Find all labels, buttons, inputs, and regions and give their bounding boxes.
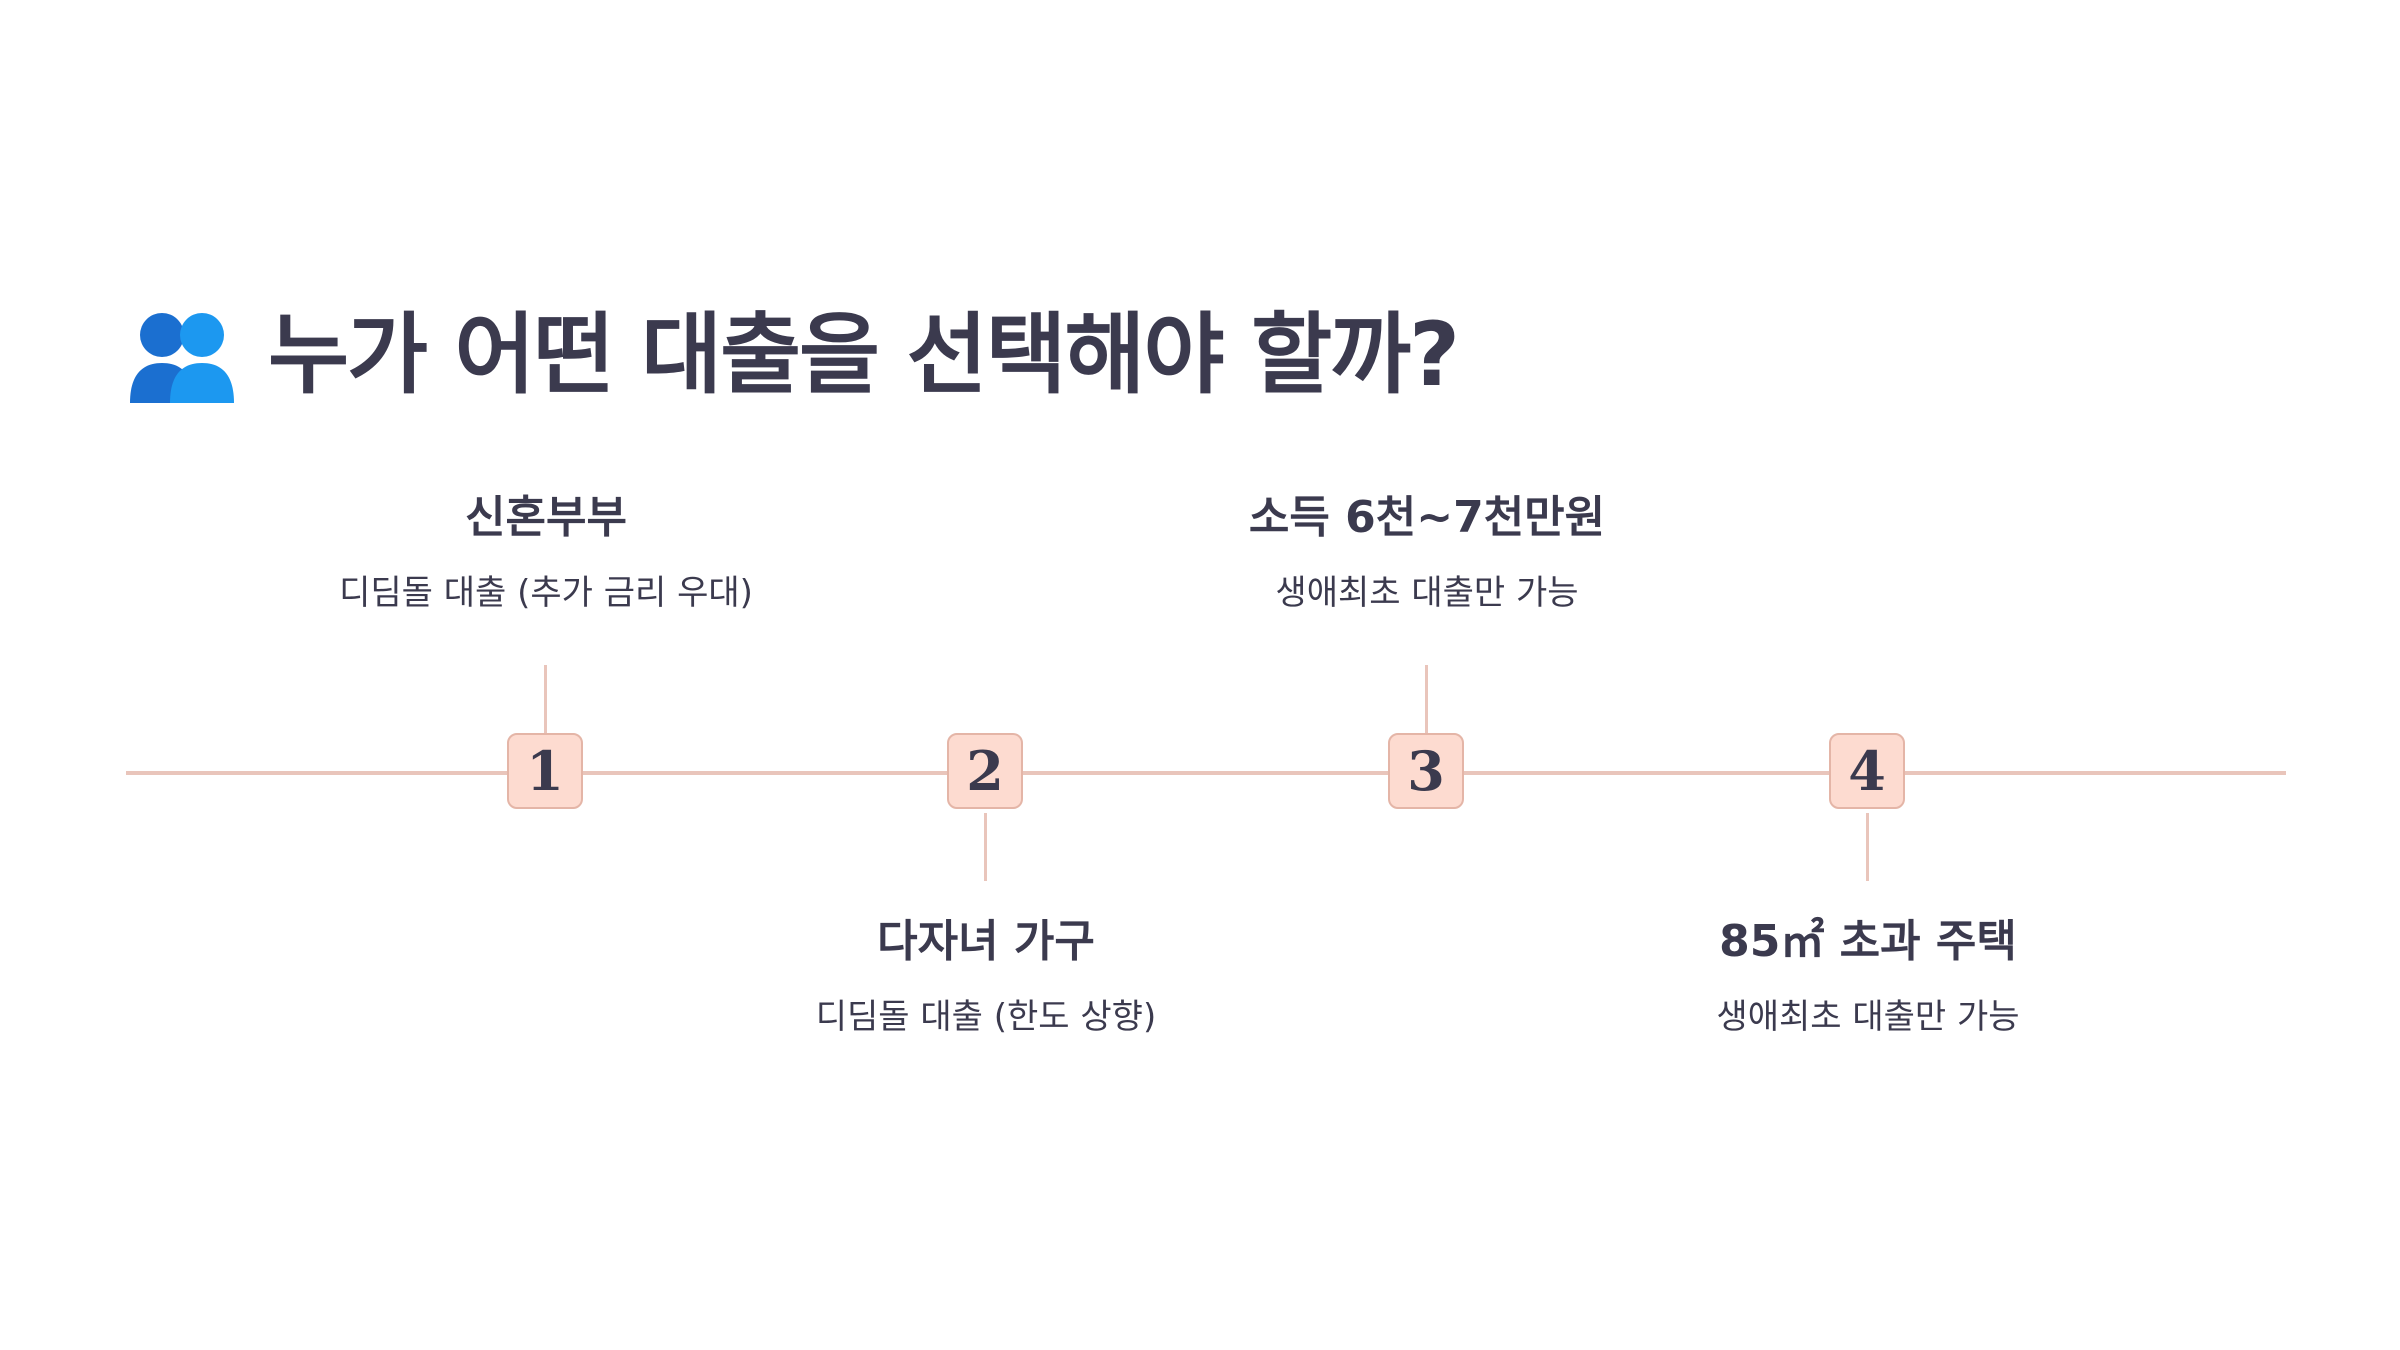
step-1-label: 신혼부부 디딤돌 대출 (추가 금리 우대) — [286, 492, 806, 613]
step-2-marker: 2 — [947, 733, 1023, 809]
step-4-marker: 4 — [1829, 733, 1905, 809]
step-2-connector — [984, 813, 987, 881]
two-people-icon — [130, 313, 234, 403]
step-heading: 신혼부부 — [465, 492, 627, 543]
step-4-label: 85㎡ 초과 주택 생애최초 대출만 가능 — [1608, 916, 2128, 1037]
step-3-label: 소득 6천~7천만원 생애최초 대출만 가능 — [1167, 492, 1687, 613]
step-2-label: 다자녀 가구 디딤돌 대출 (한도 상향) — [726, 916, 1246, 1037]
step-description: 디딤돌 대출 (추가 금리 우대) — [339, 573, 753, 613]
step-heading: 다자녀 가구 — [877, 916, 1095, 967]
step-1-connector — [544, 665, 547, 733]
slide-title: 누가 어떤 대출을 선택해야 할까? — [128, 300, 1460, 410]
page-title: 누가 어떤 대출을 선택해야 할까? — [268, 303, 1460, 406]
step-4-connector — [1866, 813, 1869, 881]
step-heading: 85㎡ 초과 주택 — [1719, 916, 2017, 967]
step-3-marker: 3 — [1388, 733, 1464, 809]
step-3-connector — [1425, 665, 1428, 733]
step-heading: 소득 6천~7천만원 — [1248, 492, 1606, 543]
timeline-line — [126, 771, 2286, 775]
step-1-marker: 1 — [507, 733, 583, 809]
step-description: 생애최초 대출만 가능 — [1716, 997, 2020, 1037]
step-description: 디딤돌 대출 (한도 상향) — [815, 997, 1157, 1037]
step-description: 생애최초 대출만 가능 — [1275, 573, 1579, 613]
